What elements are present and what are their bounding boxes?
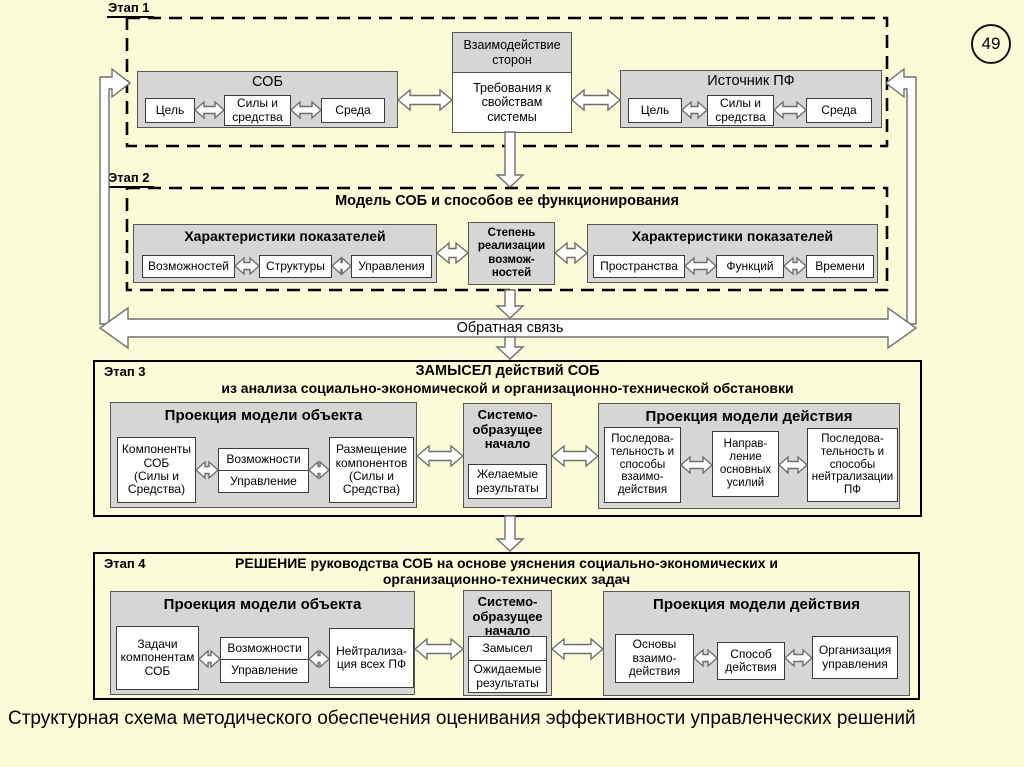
object-model-projection-title: Проекция модели объекта: [163, 596, 362, 613]
stage4-title-line1: РЕШЕНИЕ руководства СОБ на основе уяснен…: [235, 555, 778, 571]
cell-management: Управление: [218, 470, 309, 493]
cell-capabilities: Возможности: [218, 448, 309, 471]
down-arrow: [495, 336, 525, 360]
sob-title: СОБ: [252, 74, 283, 90]
stage2-title: Модель СОБ и способов ее функционировани…: [335, 193, 679, 209]
cell-goal: Цель: [628, 98, 682, 123]
cell-action-method: Способ действия: [717, 642, 785, 680]
cell-management-organization: Организация управления: [812, 636, 898, 679]
cell-functions: Функций: [716, 255, 784, 278]
feedback-left-bar-arrow: [99, 67, 132, 325]
stage3-title-line2: из анализа социально-экономической и орг…: [221, 380, 794, 396]
cell-sob-components: Компоненты СОБ (Силы и Средства): [117, 437, 196, 503]
indicators-title: Характеристики показателей: [184, 228, 386, 244]
stage2-label: Этап 2: [107, 170, 154, 189]
feedback-right-bar-arrow: [884, 67, 917, 325]
cell-management: Управление: [220, 659, 309, 683]
pf-source-title: Источник ПФ: [707, 73, 795, 89]
cell-structure: Структуры: [259, 255, 332, 278]
down-arrow: [495, 289, 525, 319]
stage4-box: [93, 552, 920, 700]
stage3-title-line1: ЗАМЫСЕЛ действий СОБ: [415, 363, 600, 379]
block-double-arrow: [396, 88, 454, 112]
cell-main-efforts-direction: Направ- ление основных усилий: [712, 431, 779, 497]
realization-degree-block: Степень реализации возмож- ностей: [468, 222, 555, 285]
object-model-projection-title: Проекция модели объекта: [164, 407, 363, 424]
down-arrow: [495, 515, 525, 552]
interaction-block: Взаимодействие сторон Требования к свойс…: [452, 32, 572, 133]
indicators-title: Характеристики показателей: [631, 228, 834, 244]
action-model-projection-title: Проекция модели действия: [645, 408, 853, 425]
cell-goal: Цель: [145, 98, 195, 123]
down-arrow: [495, 131, 525, 188]
cell-forces-means: Силы и средства: [707, 95, 774, 126]
page-number-badge: 49: [971, 24, 1011, 64]
cell-management: Управления: [351, 255, 432, 278]
cell-interaction-basics: Основы взаимо- действия: [615, 634, 694, 683]
cell-time: Времени: [806, 255, 874, 278]
stage3-label: Этап 3: [104, 364, 146, 379]
cell-sob-component-tasks: Задачи компонентам СОБ: [116, 626, 199, 690]
cell-components-placement: Размещение компонентов (Силы и Средства): [329, 437, 414, 503]
slide-caption: Структурная схема методического обеспече…: [8, 708, 916, 729]
cell-concept: Замысел: [468, 636, 547, 661]
block-double-arrow: [553, 241, 589, 265]
cell-interaction-sequence: Последова- тельность и способы взаимо- д…: [604, 427, 681, 503]
stage4-label: Этап 4: [104, 556, 146, 571]
cell-capabilities: Возможности: [220, 637, 309, 660]
system-forming-title: Системо- образущее начало: [472, 594, 543, 639]
cell-capabilities: Возможностей: [142, 255, 235, 278]
system-forming-title: Системо- образущее начало: [472, 407, 543, 452]
cell-space: Пространства: [593, 255, 685, 278]
block-double-arrow: [435, 241, 470, 265]
cell-neutralize-all-pf: Нейтрализа- ция всех ПФ: [329, 628, 414, 688]
stage4-title-line2: организационно-технических задач: [382, 571, 631, 587]
cell-environment: Среда: [321, 98, 385, 123]
cell-desired-results: Желаемые результаты: [468, 464, 547, 499]
cell-expected-results: Ожидаемые результаты: [468, 660, 547, 693]
action-model-projection-title: Проекция модели действия: [653, 596, 860, 613]
system-requirements: Требования к свойствам системы: [453, 72, 571, 132]
block-double-arrow: [570, 88, 622, 112]
cell-pf-neutralization-sequence: Последова- тельность и способы нейтрализ…: [807, 428, 898, 502]
feedback-label: Обратная связь: [456, 320, 564, 336]
interaction-header: Взаимодействие сторон: [453, 33, 571, 72]
cell-forces-means: Силы и средства: [224, 95, 291, 126]
stage1-label: Этап 1: [107, 0, 154, 19]
cell-environment: Среда: [806, 98, 872, 123]
